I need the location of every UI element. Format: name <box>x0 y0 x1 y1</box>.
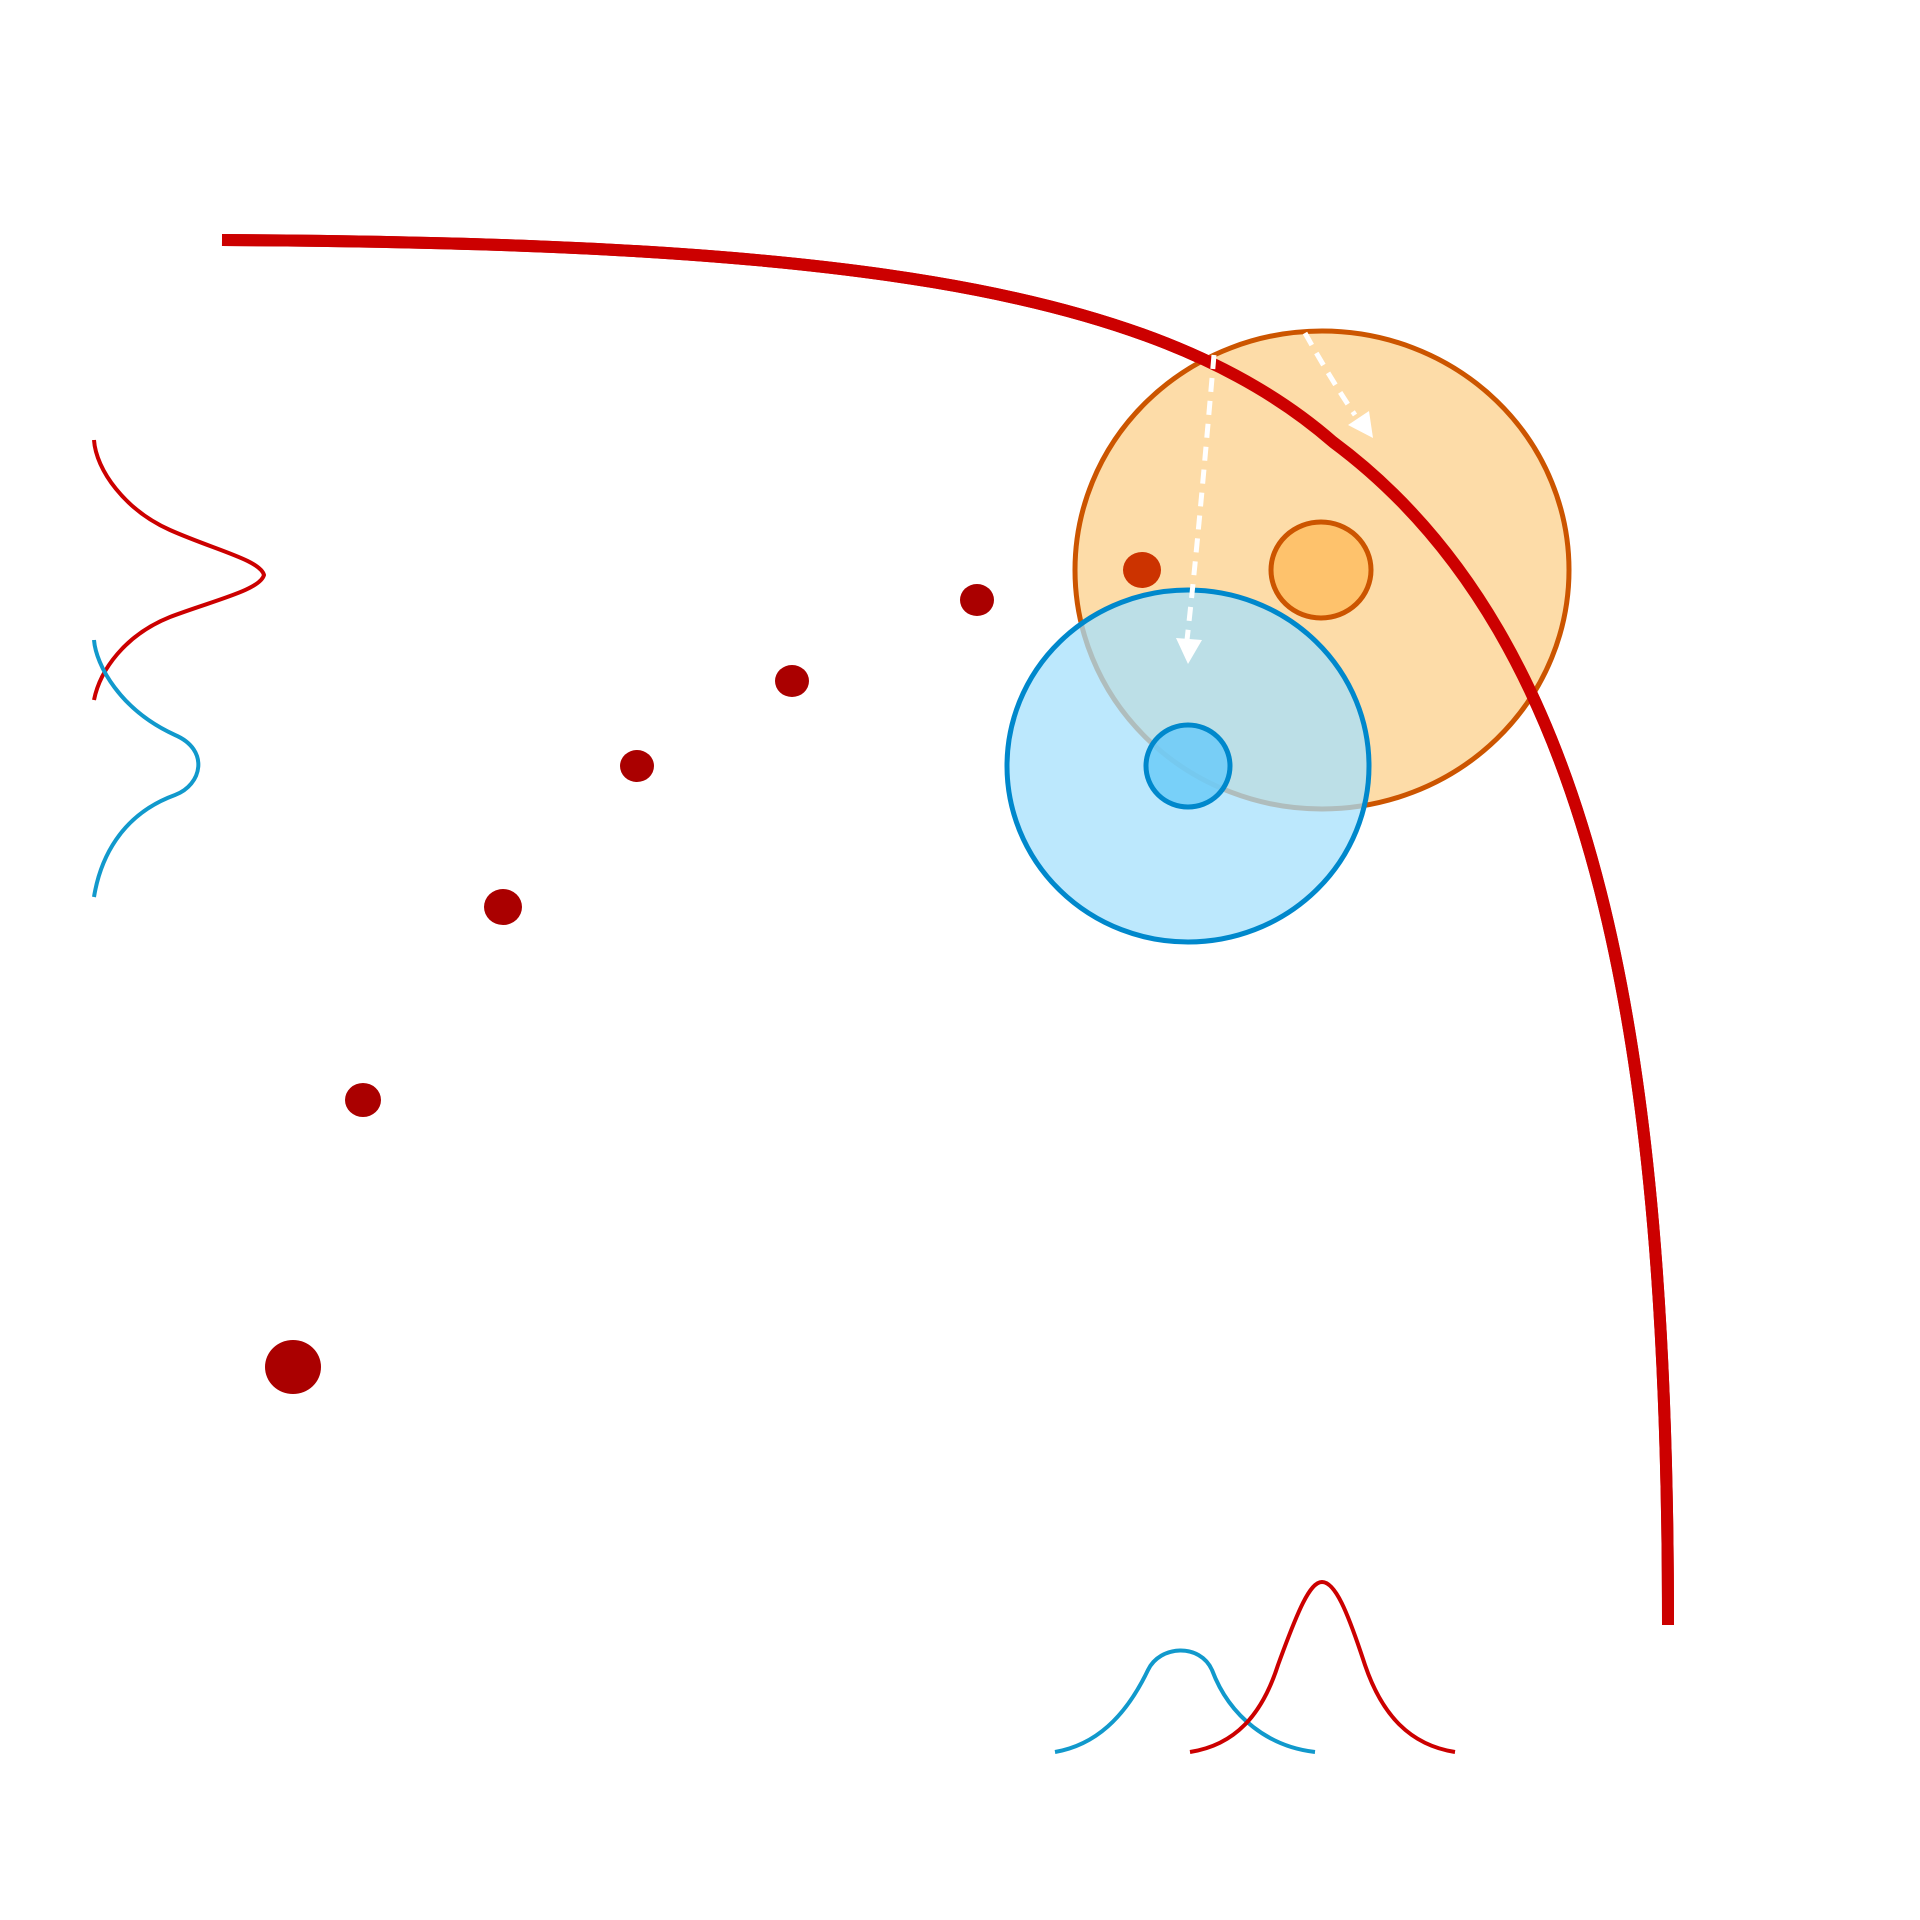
x-marginal-blue-curve <box>1054 1648 1316 1754</box>
observed-point <box>960 584 994 616</box>
x-marginal-red-curve <box>1189 1579 1456 1754</box>
arrow-shaft-right <box>1302 331 1358 417</box>
y-marginal-densities <box>92 439 267 898</box>
y-marginal-red-curve <box>92 439 267 701</box>
arrow-head-right-icon <box>1348 411 1373 438</box>
observed-point <box>484 889 522 925</box>
observed-point <box>345 1083 381 1117</box>
blue-mean-circle <box>1143 722 1233 810</box>
observed-point <box>620 750 654 782</box>
orange-mean-circle <box>1268 519 1374 621</box>
observed-point <box>265 1340 321 1394</box>
observed-points <box>265 584 994 1394</box>
orange-sample-point <box>1123 552 1161 588</box>
x-marginal-densities <box>1054 1579 1456 1754</box>
arrow-head-down-icon <box>1176 638 1202 664</box>
observed-point <box>775 665 809 697</box>
arrow-shaft-down <box>1184 354 1217 641</box>
shift-arrows <box>1176 331 1373 664</box>
y-marginal-blue-curve <box>92 639 201 898</box>
